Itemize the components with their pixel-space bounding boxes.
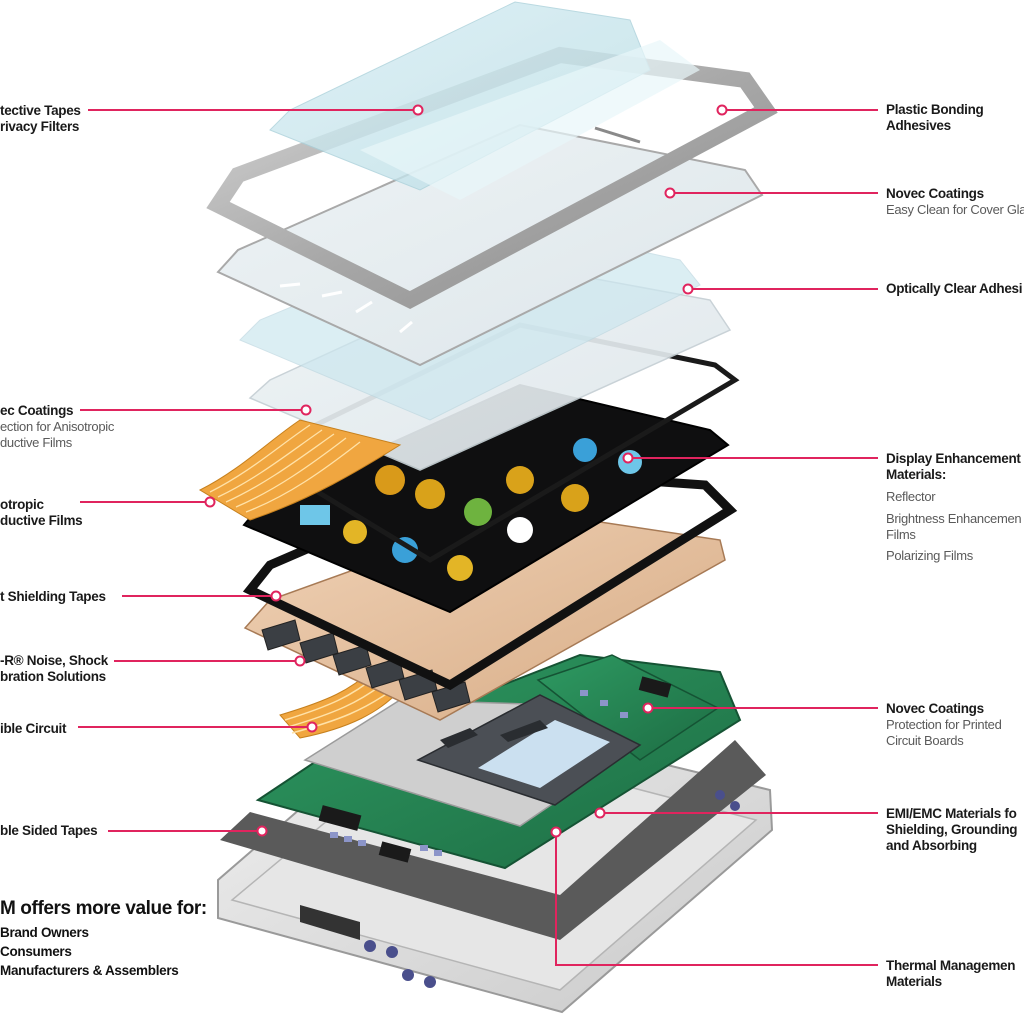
label-line: -R® Noise, Shock (0, 653, 108, 668)
label-line: bration Solutions (0, 669, 106, 685)
leader-line (555, 832, 878, 966)
value-heading: M offers more value for: (0, 898, 207, 919)
label-line: otropic (0, 497, 44, 512)
leader-dot (682, 283, 694, 295)
label-line: Materials: (886, 467, 947, 483)
leader-dot (594, 807, 606, 819)
label-sub: Polarizing Films (886, 548, 973, 564)
label-sub: Protection for Printed (886, 717, 1002, 733)
leader-dot (306, 721, 318, 733)
label-thermal: Thermal Managemen Materials (886, 958, 1016, 990)
label-flexible-circuit: ible Circuit (0, 721, 66, 737)
label-line: rivacy Filters (0, 119, 80, 135)
bezel-layer (206, 46, 778, 309)
leader-dot (622, 452, 634, 464)
leader-dot (642, 702, 654, 714)
label-line: Thermal Managemen (886, 958, 1016, 973)
leader-dot (294, 655, 306, 667)
label-line: and Absorbing (886, 838, 977, 854)
label-line: ble Sided Tapes (0, 823, 98, 838)
leader-dot (716, 104, 728, 116)
label-display-enhancement: Display Enhancement Materials: Reflector… (886, 451, 1022, 564)
chip-strip-layer (243, 509, 726, 721)
leader-dot (204, 496, 216, 508)
label-line: Materials (886, 974, 942, 990)
label-line: Shielding, Grounding (886, 822, 1018, 838)
value-item: Brand Owners (0, 925, 89, 940)
label-sub: Reflector (886, 489, 936, 505)
label-novec-cover-glass: Novec Coatings Easy Clean for Cover Gla (886, 186, 1024, 218)
pcb-layer (255, 653, 742, 870)
label-noise-shock: -R® Noise, Shock bration Solutions (0, 653, 108, 685)
label-line: ible Circuit (0, 721, 67, 736)
label-line: EMI/EMC Materials fo (886, 806, 1017, 821)
label-novec-coatings-anisotropic: ec Coatings ection for Anisotropic ducti… (0, 403, 114, 450)
label-line: Optically Clear Adhesi (886, 281, 1023, 296)
label-emi-emc: EMI/EMC Materials fo Shielding, Groundin… (886, 806, 1018, 855)
label-plastic-bonding: Plastic Bonding Adhesives (886, 102, 984, 134)
label-sub: Films (886, 526, 916, 542)
label-anisotropic-films: otropic ductive Films (0, 497, 83, 529)
label-sub: Easy Clean for Cover Gla (886, 202, 1024, 218)
label-sub: ection for Anisotropic (0, 419, 115, 435)
label-optically-clear: Optically Clear Adhesi (886, 281, 1023, 297)
label-novec-pcb: Novec Coatings Protection for Printed Ci… (886, 701, 1002, 748)
label-line: ductive Films (0, 513, 83, 529)
label-line: Display Enhancement (886, 451, 1021, 466)
leader-lines (78, 104, 878, 966)
leader-dot (664, 187, 676, 199)
label-double-sided-tapes: ble Sided Tapes (0, 823, 98, 839)
leader-dot (300, 404, 312, 416)
leader-dot (412, 104, 424, 116)
leader-dot (550, 826, 562, 838)
label-line: t Shielding Tapes (0, 589, 106, 604)
value-statement: M offers more value for: Brand Owners Co… (0, 898, 207, 981)
label-protective-tapes: tective Tapes rivacy Filters (0, 103, 81, 135)
label-line: tective Tapes (0, 103, 81, 118)
label-title: Novec Coatings (886, 701, 984, 716)
shielding-frame-layer (242, 465, 738, 691)
label-title: Novec Coatings (886, 186, 984, 201)
label-sub: ductive Films (0, 434, 72, 450)
label-sub: Circuit Boards (886, 732, 964, 748)
label-sub: Brightness Enhancemen (886, 510, 1022, 526)
value-item: Consumers (0, 943, 72, 959)
leader-dot (256, 825, 268, 837)
label-line: Adhesives (886, 118, 951, 134)
label-shielding-tapes: t Shielding Tapes (0, 589, 106, 605)
value-item: Manufacturers & Assemblers (0, 962, 179, 978)
leader-dot (270, 590, 282, 602)
label-title: ec Coatings (0, 403, 74, 418)
label-line: Plastic Bonding (886, 102, 984, 117)
